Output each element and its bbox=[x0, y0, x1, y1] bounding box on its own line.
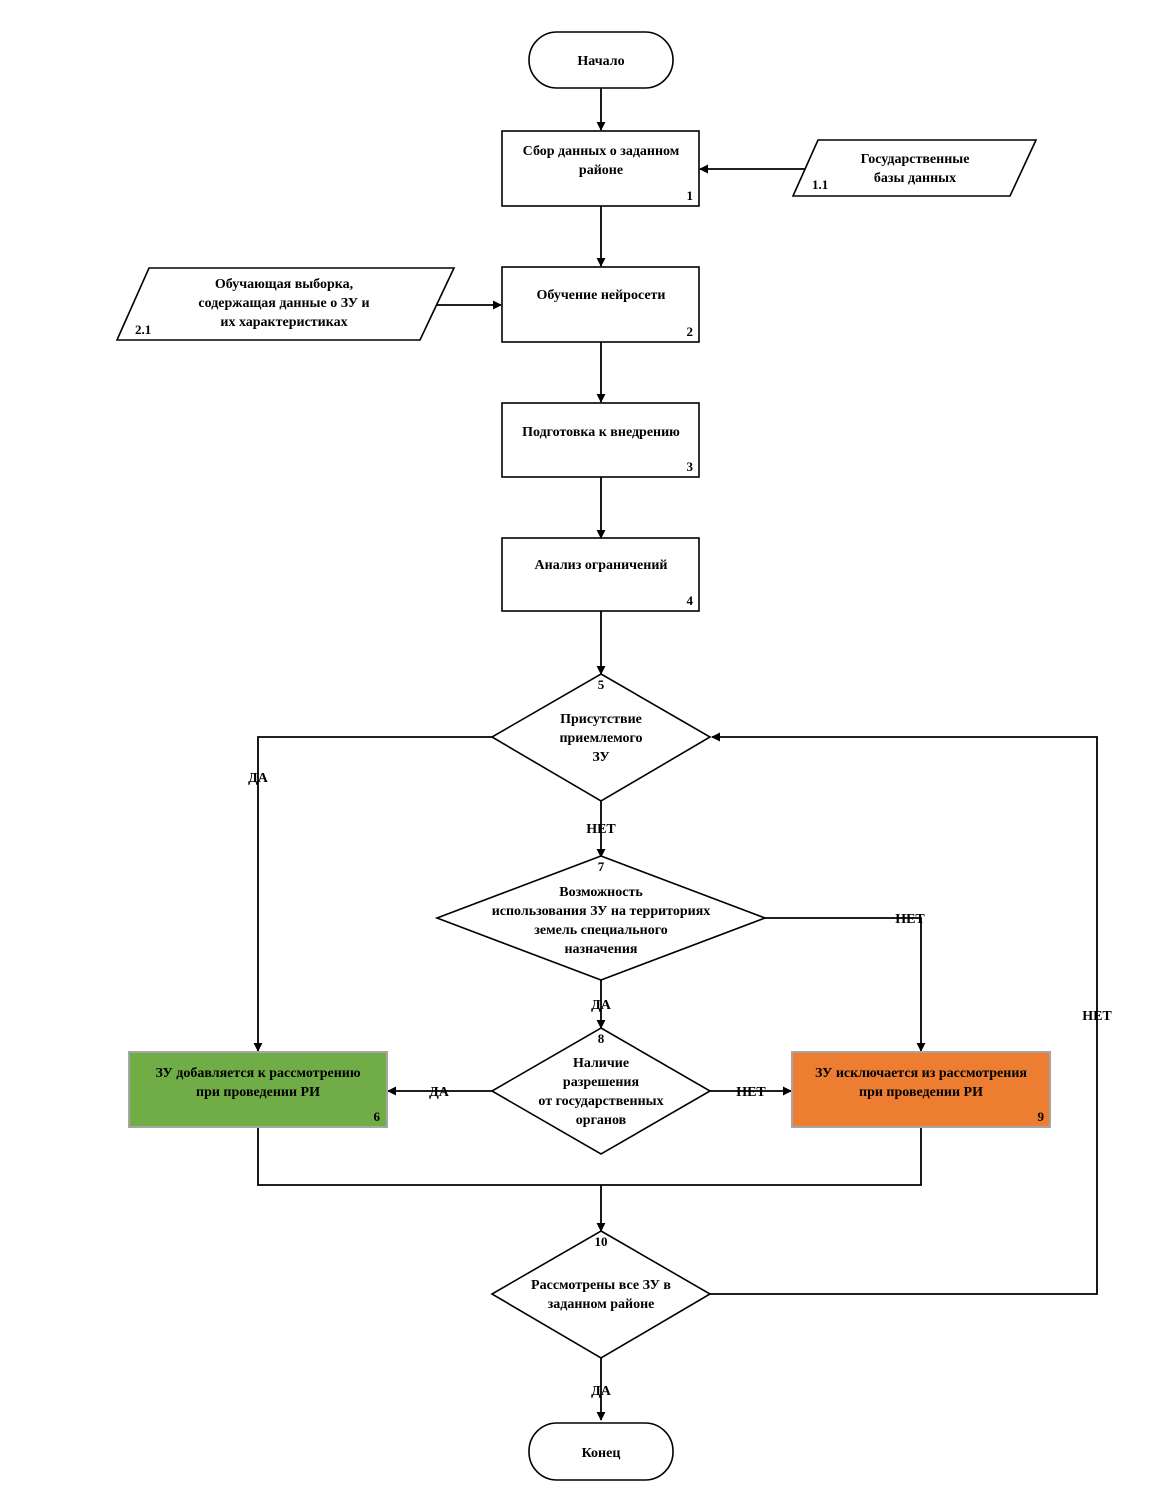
label-yes-decision7: ДА bbox=[591, 998, 612, 1013]
input2-line3: их характеристиках bbox=[220, 315, 347, 330]
start-terminal: Начало bbox=[528, 31, 674, 89]
end-terminal: Конец bbox=[528, 1422, 674, 1481]
label-no-decision10: НЕТ bbox=[1082, 1009, 1112, 1024]
step3-process: Подготовка к внедрению 3 bbox=[501, 402, 700, 478]
input1-data: Государственные базы данных 1.1 bbox=[791, 139, 1038, 197]
decision7-line1: Возможность bbox=[559, 885, 643, 900]
decision5: 5 Присутствие приемлемого ЗУ bbox=[490, 673, 712, 802]
decision8-number: 8 bbox=[598, 1031, 605, 1046]
step6-line2: при проведении РИ bbox=[196, 1085, 320, 1100]
step1-process: Сбор данных о заданном районе 1 bbox=[501, 130, 700, 207]
step2-number: 2 bbox=[687, 324, 694, 339]
step3-number: 3 bbox=[687, 459, 694, 474]
label-yes-decision10: ДА bbox=[591, 1384, 612, 1399]
step4-number: 4 bbox=[687, 593, 694, 608]
step9-process: ЗУ исключается из рассмотрения при прове… bbox=[791, 1051, 1051, 1128]
decision7-line3: земель специального bbox=[534, 923, 667, 938]
step2-process: Обучение нейросети 2 bbox=[501, 266, 700, 343]
label-yes-decision5: ДА bbox=[248, 771, 269, 786]
label-no-decision5: НЕТ bbox=[586, 822, 616, 837]
input1-line1: Государственные bbox=[861, 152, 970, 167]
step6-line1: ЗУ добавляется к рассмотрению bbox=[155, 1066, 360, 1081]
decision10: 10 Рассмотрены все ЗУ в заданном районе bbox=[490, 1230, 712, 1359]
arrow-decision10-no-loop bbox=[710, 732, 1098, 1295]
start-text: Начало bbox=[577, 54, 624, 69]
input1-line2: базы данных bbox=[874, 171, 956, 186]
step6-number: 6 bbox=[374, 1109, 381, 1124]
decision10-line2: заданном районе bbox=[548, 1297, 655, 1312]
end-text: Конец bbox=[582, 1446, 621, 1461]
input1-number: 1.1 bbox=[812, 177, 828, 192]
input2-number: 2.1 bbox=[135, 322, 151, 337]
step1-line2: районе bbox=[579, 163, 623, 178]
decision8-line2: разрешения bbox=[563, 1075, 640, 1090]
decision5-line3: ЗУ bbox=[592, 750, 609, 765]
step3-text: Подготовка к внедрению bbox=[522, 425, 680, 440]
decision5-line1: Присутствие bbox=[560, 712, 642, 727]
decision10-number: 10 bbox=[595, 1234, 608, 1249]
step9-number: 9 bbox=[1038, 1109, 1045, 1124]
decision7-number: 7 bbox=[598, 859, 605, 874]
decision7-line2: использования ЗУ на территориях bbox=[492, 904, 711, 919]
step6-process: ЗУ добавляется к рассмотрению при провед… bbox=[128, 1051, 388, 1128]
input2-line2: содержащая данные о ЗУ и bbox=[198, 296, 369, 311]
arrow-decision7-no bbox=[765, 917, 926, 1052]
decision5-line2: приемлемого bbox=[559, 731, 642, 746]
step9-line2: при проведении РИ bbox=[859, 1085, 983, 1100]
label-yes-decision8: ДА bbox=[429, 1085, 450, 1100]
step4-process: Анализ ограничений 4 bbox=[501, 537, 700, 612]
step1-number: 1 bbox=[687, 188, 694, 203]
merge-line bbox=[257, 1128, 922, 1186]
step9-line1: ЗУ исключается из рассмотрения bbox=[815, 1066, 1027, 1081]
decision8-line3: от государственных bbox=[538, 1094, 663, 1109]
label-no-decision7: НЕТ bbox=[895, 912, 925, 927]
label-no-decision8: НЕТ bbox=[736, 1085, 766, 1100]
decision8-line1: Наличие bbox=[573, 1056, 629, 1071]
step2-text: Обучение нейросети bbox=[537, 288, 666, 303]
input2-data: Обучающая выборка, содержащая данные о З… bbox=[115, 267, 456, 341]
step1-line1: Сбор данных о заданном bbox=[523, 144, 680, 159]
decision8: 8 Наличие разрешения от государственных … bbox=[490, 1027, 712, 1155]
decision10-line1: Рассмотрены все ЗУ в bbox=[531, 1278, 671, 1293]
decision5-number: 5 bbox=[598, 677, 605, 692]
decision8-line4: органов bbox=[576, 1113, 627, 1128]
decision7-line4: назначения bbox=[564, 942, 637, 957]
input2-line1: Обучающая выборка, bbox=[215, 277, 353, 292]
decision7: 7 Возможность использования ЗУ на террит… bbox=[434, 855, 768, 981]
connectors bbox=[253, 88, 1098, 1421]
step4-text: Анализ ограничений bbox=[535, 558, 668, 573]
edge-labels: ДА НЕТ НЕТ ДА ДА НЕТ НЕТ ДА bbox=[248, 771, 1112, 1399]
arrow-decision5-yes bbox=[253, 736, 492, 1052]
